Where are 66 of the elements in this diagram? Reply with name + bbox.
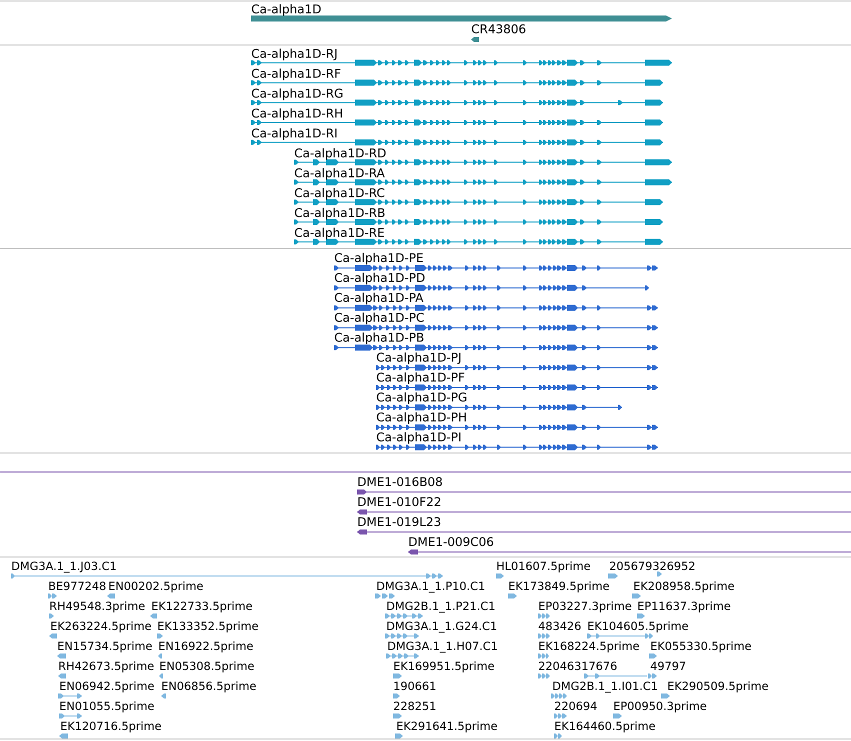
feature-label: Ca-alpha1D-PA (334, 292, 424, 304)
feature-label: 22046317676 (539, 662, 617, 670)
feature-label: EK055330.5prime (651, 641, 751, 652)
feature-label: 205679326952 (610, 562, 694, 570)
feature-label: 228251 (394, 702, 436, 710)
feature-label: CR43806 (472, 24, 526, 34)
feature-label: DMG3A.1_1.G24.C1 (387, 622, 496, 633)
feature-label: EN15734.5prime (58, 641, 152, 652)
feature-label: 483426 (538, 622, 581, 630)
feature-label: 220694 (555, 702, 597, 710)
feature-label: Ca-alpha1D-RF (252, 68, 340, 80)
feature-label: DME1-009C06 (409, 537, 494, 546)
feature-label: BE977248 (49, 582, 106, 590)
feature-label: EK263224.5prime (51, 621, 151, 632)
feature-label: EN06942.5prime (60, 681, 154, 692)
feature-label: EN06856.5prime (162, 681, 256, 692)
feature-label: Ca-alpha1D-RI (252, 128, 336, 140)
feature-label: EK164460.5prime (555, 721, 655, 732)
feature-label: EK169951.5prime (394, 661, 494, 672)
feature-label: Ca-alpha1D-RD (294, 148, 386, 160)
feature-label: EK133352.5prime (158, 621, 258, 632)
feature-label: EK173849.5prime (509, 581, 609, 592)
feature-label: Ca-alpha1D-RG (252, 88, 342, 100)
feature-label: Ca-alpha1D-PB (334, 332, 424, 344)
feature-label: EK120716.5prime (61, 721, 161, 732)
feature-label: EK104605.5prime (588, 621, 688, 632)
feature-label: EP11637.3prime (638, 601, 730, 612)
feature-label: DMG2B.1_1.I01.C1 (553, 682, 657, 693)
feature-label: RH49548.3prime (50, 601, 145, 612)
feature-label: 49797 (650, 662, 686, 670)
feature-label: EN00202.5prime (109, 581, 203, 592)
feature-label: Ca-alpha1D-PI (376, 432, 460, 444)
feature-label: Ca-alpha1D-RB (294, 208, 384, 220)
feature-label: Ca-alpha1D-PH (376, 412, 466, 424)
feature-label: EP03227.3prime (539, 601, 632, 612)
feature-label: DMG2B.1_1.P21.C1 (387, 602, 494, 613)
feature-label: Ca-alpha1D-RJ (252, 48, 336, 60)
feature-label: DMG3A.1_1.P10.C1 (377, 582, 484, 593)
feature-label: Ca-alpha1D-PJ (376, 352, 460, 364)
feature-label: DME1-016B08 (358, 477, 442, 486)
feature-label: DME1-010F22 (358, 497, 440, 506)
feature-label: DMG3A.1_1.J03.C1 (12, 562, 116, 573)
feature-label: EP00950.3prime (614, 701, 706, 712)
feature-label: Ca-alpha1D-PG (376, 392, 466, 404)
feature-label: EK122733.5prime (152, 601, 252, 612)
feature-label: Ca-alpha1D-PF (376, 372, 464, 384)
feature-label: Ca-alpha1D-PC (334, 312, 424, 324)
feature-label: DME1-019L23 (358, 517, 440, 526)
feature-label: EK291641.5prime (397, 721, 497, 732)
feature-label: Ca-alpha1D-RE (294, 228, 384, 240)
feature-label: Ca-alpha1D-PE (334, 252, 423, 264)
feature-label: EK168224.5prime (539, 641, 639, 652)
feature-label: EK208958.5prime (634, 581, 734, 592)
feature-label: Ca-alpha1D-PD (334, 272, 425, 284)
feature-label: EN01055.5prime (60, 701, 154, 712)
feature-label: EN05308.5prime (160, 661, 254, 672)
feature-label: RH42673.5prime (59, 661, 154, 672)
feature-label: Ca-alpha1D-RC (294, 188, 384, 200)
feature-label: Ca-alpha1D-RA (294, 168, 385, 180)
feature-label: Ca-alpha1D (252, 4, 321, 16)
feature-label: Ca-alpha1D-RH (252, 108, 342, 120)
feature-label: 190661 (394, 682, 436, 690)
feature-label: HL01607.5prime (497, 561, 590, 572)
feature-label: DMG3A.1_1.H07.C1 (388, 642, 497, 653)
feature-label: EN16922.5prime (159, 641, 253, 652)
feature-label: EK290509.5prime (668, 681, 768, 692)
